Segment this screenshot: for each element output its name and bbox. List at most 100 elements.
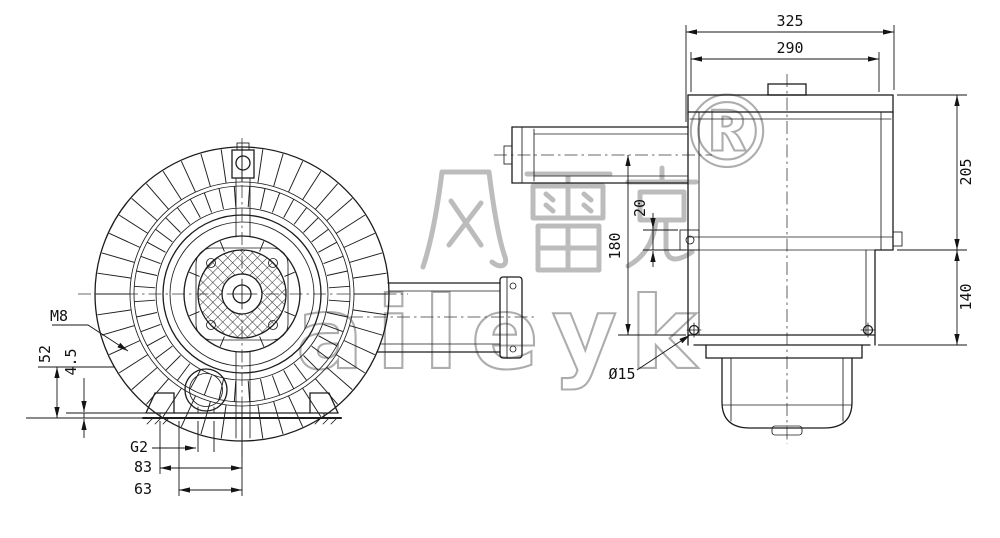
fin-line [283,198,295,218]
hub-spokes [189,241,295,347]
fin-line [203,192,213,213]
dim-label-dia15: Ø15 [608,365,635,383]
left-lug [679,229,700,251]
lifting-eye-hole [235,155,251,171]
fin-line [165,217,181,233]
fin-line [284,271,295,277]
fin-line [218,188,224,210]
fin-line [140,323,161,333]
fin-line [101,252,135,263]
fin-line [136,270,158,276]
dim-label-290: 290 [776,39,803,57]
fin-line [284,311,295,317]
lug-bolt [685,235,695,245]
outlet-duct [376,276,523,359]
dim-label-45: 4.5 [62,348,80,375]
fin-line [109,340,141,356]
fin-line [134,285,156,289]
fin-line [349,252,383,263]
fin-line [218,378,224,400]
fin-line [162,387,182,418]
flange-bolt [509,282,517,290]
fin-line [271,192,281,213]
lifting-eye-cap [236,142,250,151]
fin-line [271,375,281,396]
motor-shell [721,357,853,429]
dim-label-m8: M8 [50,307,68,325]
blower-body [679,83,903,346]
fin-line [349,325,383,336]
inlet-port-g2 [184,368,228,414]
fin-line [146,335,166,347]
fin-line [260,188,266,210]
fin-line [303,217,319,233]
fin-line [343,232,375,248]
fin-line [189,198,201,218]
dim-label-83: 83 [134,458,152,476]
dim-label-g2: G2 [130,438,148,456]
fin-line [288,395,304,427]
watermark-cjk [420,165,699,273]
fin-line [311,228,329,243]
fin-line [97,309,132,316]
fin-line [162,170,182,201]
dim-label-20: 20 [631,199,649,217]
inner-fin-ring [134,186,350,402]
fin-line [101,325,135,336]
fin-line [326,366,353,390]
fin-line [335,354,366,374]
fin-line [311,345,329,360]
port-outer-circle [184,368,228,412]
fin-line [283,370,295,390]
silencer-tube [503,126,689,184]
ground-hatch-right [314,417,338,425]
fin-line [189,370,201,390]
dim-label-52: 52 [36,345,54,363]
fin-line [288,161,304,193]
motor-foot [771,425,803,436]
fin-line [176,207,191,225]
fin-line [293,207,308,225]
bearing-flange-plate [195,247,289,341]
fin-line [343,340,375,356]
fin-ring-circle [155,207,329,381]
fin-line [326,198,353,222]
fin-line [352,272,387,279]
fin-line [131,366,158,390]
fin-line [118,354,149,374]
fin-line [318,335,338,347]
dim-label-63: 63 [134,480,152,498]
outer-fin-ring [96,148,388,440]
right-bolt [892,231,903,247]
leader-m8 [52,324,129,352]
lifting-eye [231,142,255,439]
fin-line [200,153,211,187]
fin-line [155,228,173,243]
fin-line [247,380,251,402]
watermark-cjk-char-ke [625,165,699,269]
front-view: M8 52 4.5 G2 83 63 [26,138,536,498]
fin-line [180,161,196,193]
fin-line [219,336,225,347]
watermark: aileyk ® [295,73,778,393]
mounting-base [141,392,343,425]
fin-line [155,345,173,360]
fin-line [314,183,338,210]
tube-end-fitting [503,145,513,165]
left-foot-gusset [145,392,175,414]
fin-line [326,270,348,276]
fin-line [318,241,338,253]
fin-line [203,375,213,396]
fin-line [146,241,166,253]
fin-line [97,272,132,279]
fin-line [233,380,237,402]
housing-inner-circle [162,214,322,374]
fin-line [328,285,350,289]
right-foot-gusset [309,392,339,414]
fin-line [146,183,170,210]
fin-line [180,395,196,427]
motor-housing [705,344,863,436]
top-cover [687,94,894,113]
